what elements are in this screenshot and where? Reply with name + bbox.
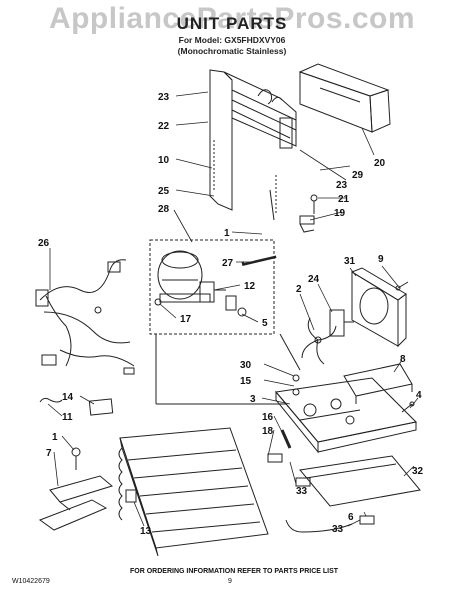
callout-12: 12 [244,281,256,292]
callout-10: 10 [158,155,170,166]
model-line: For Model: GX5FHDXVY06 [178,35,286,45]
callout-2: 2 [296,284,302,295]
tube-16 [267,429,292,463]
callout-22: 22 [158,121,170,132]
callout-18: 18 [262,426,274,437]
callout-13: 13 [140,526,152,537]
callout-15: 15 [240,376,252,387]
finish-line: (Monochromatic Stainless) [177,46,287,56]
thermistor-11 [39,397,63,403]
page-title: UNIT PARTS [176,14,288,33]
valve-kit-7 [38,447,114,531]
callout-3: 3 [250,394,256,405]
fan-motor [329,309,354,337]
air-duct [298,63,391,133]
fan-shroud [350,267,407,348]
filter-drier [241,253,279,266]
callout-4: 4 [416,390,422,401]
callout-14: 14 [62,392,74,403]
callout-24: 24 [308,274,320,285]
base-pan [275,377,418,454]
callout-16: 16 [262,412,274,423]
callout-7: 7 [46,448,52,459]
callout-21: 21 [338,194,350,205]
fan-motor-clip [299,194,318,233]
leader-lines [47,91,419,527]
callout-29: 29 [352,170,364,181]
overload-relay [225,295,247,317]
callout-30: 30 [240,360,252,371]
callout-1-lower: 1 [52,432,58,443]
callout-26: 26 [38,238,50,249]
page-number: 9 [228,578,232,585]
callout-9: 9 [378,254,384,265]
callout-6: 6 [348,512,354,523]
mount-bracket [343,363,413,404]
document-code: W10422679 [12,578,50,585]
callout-11: 11 [62,412,73,423]
callout-19: 19 [334,208,346,219]
label-14 [88,398,114,416]
callout-33-lower: 33 [332,524,344,535]
callout-32: 32 [412,466,424,477]
condenser-coil [118,427,269,557]
frame-outline [155,333,301,405]
callout-5: 5 [262,318,268,329]
compressor-kit-box [149,239,275,335]
callout-1-upper: 1 [224,228,230,239]
callout-23-upper: 23 [158,92,170,103]
callout-31: 31 [344,256,356,267]
callout-28: 28 [158,204,170,215]
ordering-note: FOR ORDERING INFORMATION REFER TO PARTS … [130,568,339,575]
callout-8: 8 [400,354,406,365]
fan-blade [301,317,337,365]
screw [292,281,415,413]
watermark: AppliancePartsPros.com [48,2,416,35]
callout-20: 20 [374,158,386,169]
callout-27: 27 [222,258,234,269]
callout-33-middle: 33 [296,486,308,497]
drain-pan [299,455,421,507]
callout-25: 25 [158,186,170,197]
clip-13 [125,489,137,503]
callout-17: 17 [180,314,192,325]
callout-layer: 23 22 10 25 28 1 26 27 12 17 5 20 29 23 … [38,92,424,537]
callout-23-lower: 23 [336,180,348,191]
compressor [154,250,226,306]
wire-harness [35,259,135,375]
condenser-assembly [209,69,297,221]
